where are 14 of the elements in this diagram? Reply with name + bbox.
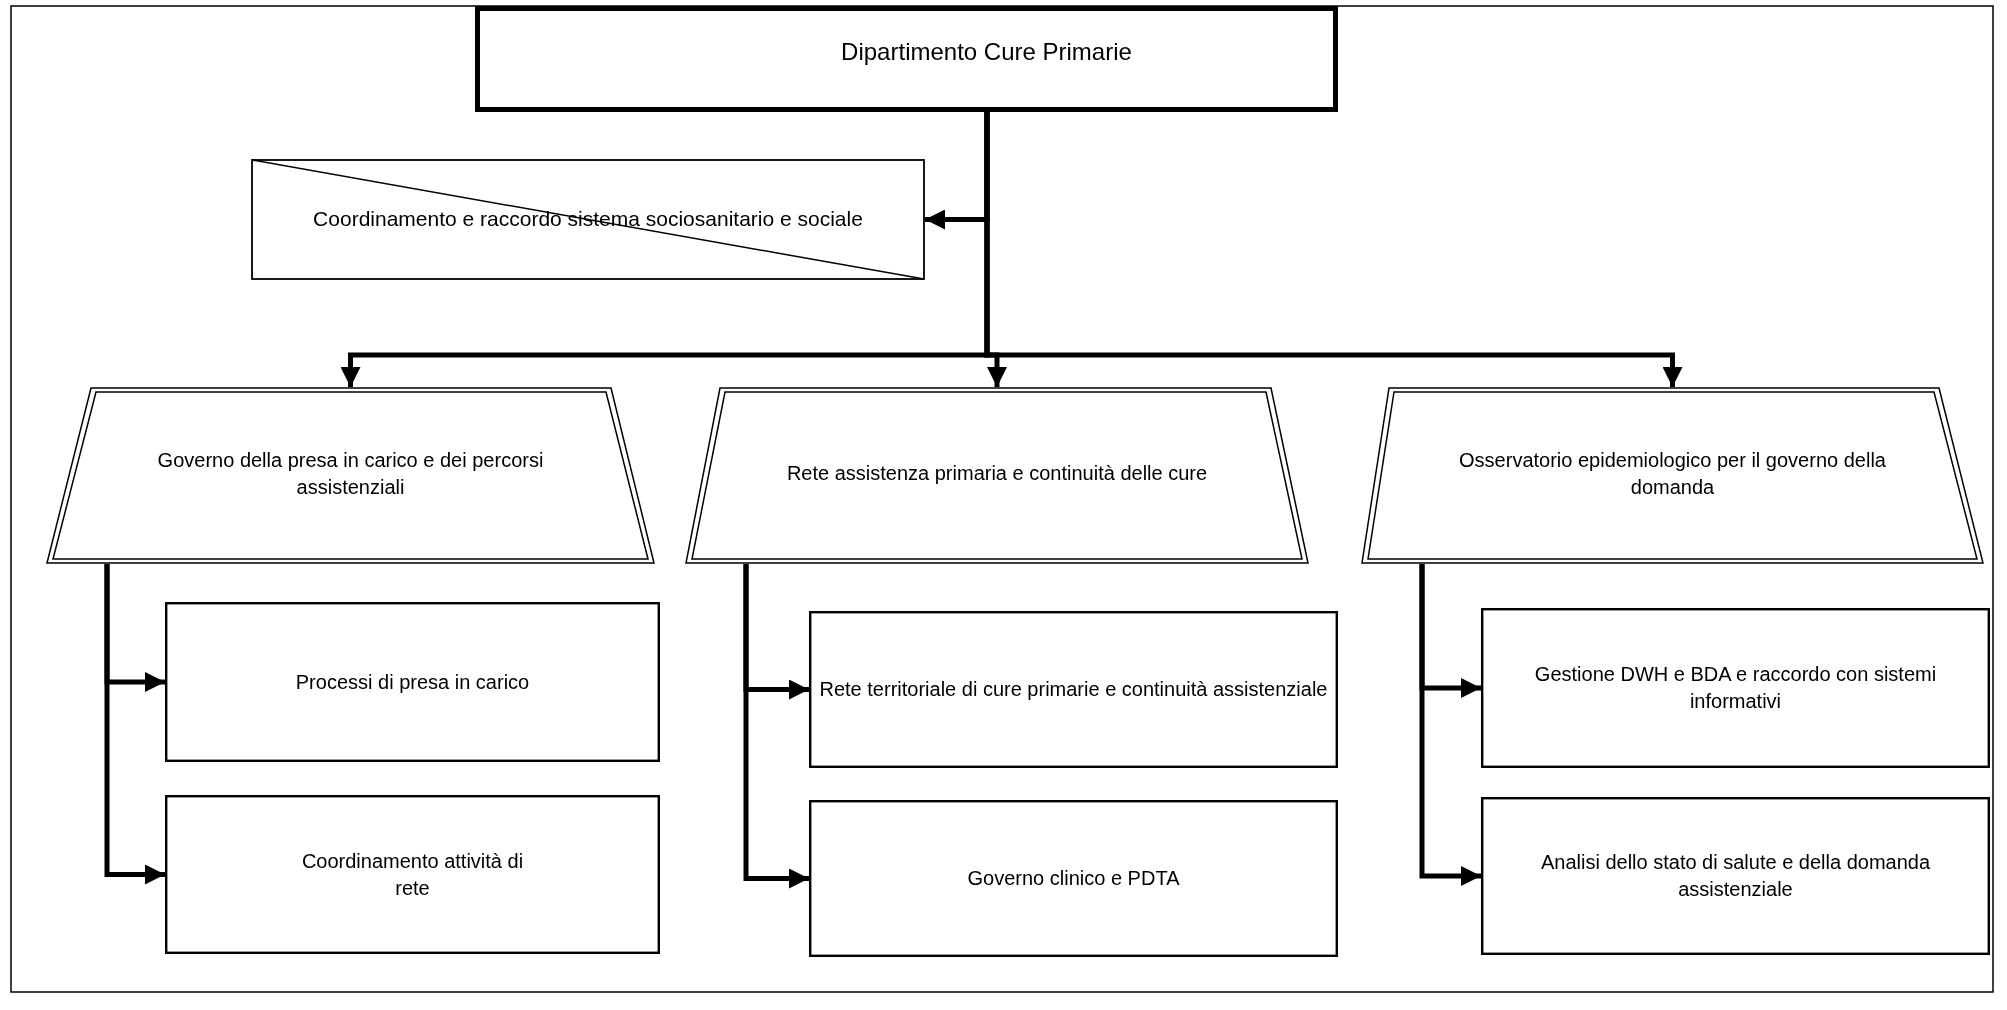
unit-name: Governo della presa in carico e dei percorsi assistenziali [156, 447, 545, 500]
unit-name: Analisi dello stato di salute e della domanda assistenziale [1539, 850, 1932, 902]
unit-name: Rete assistenza primaria e continuità delle cure [786, 461, 1208, 486]
unit-name: Coordinamento attività di rete [300, 848, 525, 901]
connector-arrow [984, 112, 1683, 387]
unit-name: Osservatorio epidemiologico per il governo della domanda [1458, 447, 1887, 500]
connector-arrow [1419, 564, 1481, 886]
connector-arrow [743, 564, 809, 889]
unit-name: Rete territoriale di cure primarie e continuità assistenziale [819, 677, 1328, 702]
connector-arrow [104, 564, 165, 885]
unit-name: Processi di presa in carico [295, 669, 530, 695]
unit-name: Gestione DWH e BDA e raccordo con sistemi informativi [1533, 662, 1938, 714]
unit-name: Governo clinico e PDTA [967, 866, 1180, 891]
unit-name: Dipartimento Cure Primarie [841, 36, 1132, 67]
